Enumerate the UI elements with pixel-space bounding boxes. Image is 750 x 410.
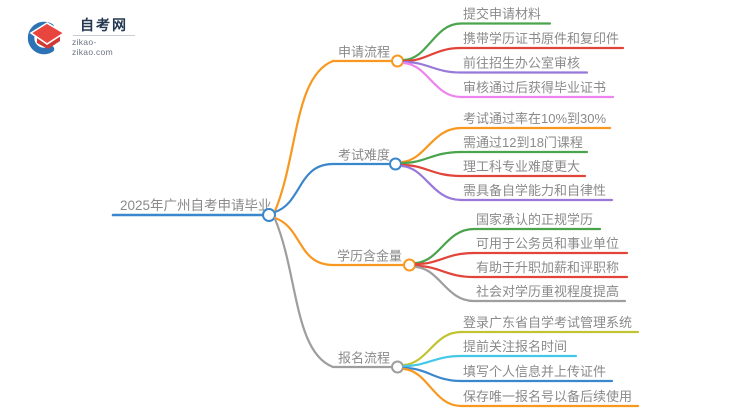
child-line xyxy=(402,22,463,62)
logo: 自考网 zikao-zikao.com xyxy=(24,18,136,57)
child-line xyxy=(414,265,476,303)
branch-line xyxy=(273,59,335,213)
branch-node-circle xyxy=(389,157,402,171)
logo-domain: zikao-zikao.com xyxy=(72,37,113,57)
child-line xyxy=(402,367,463,408)
branch-label: 申请流程 xyxy=(338,45,390,60)
child-label: 需具备自学能力和自律性 xyxy=(463,183,606,198)
branch-line xyxy=(273,162,335,214)
child-line xyxy=(402,366,463,383)
branch-label: 报名流程 xyxy=(338,351,390,366)
child-label: 提交申请材料 xyxy=(463,7,541,22)
child-line xyxy=(414,264,476,279)
child-line xyxy=(402,354,463,368)
child-label: 提前关注报名时间 xyxy=(463,339,567,354)
child-label: 携带学历证书原件和复印件 xyxy=(463,31,619,46)
child-label: 可用于公务员和事业单位 xyxy=(476,236,619,251)
child-label: 登录广东省自学考试管理系统 xyxy=(463,315,632,330)
child-line xyxy=(414,227,476,265)
branch-line xyxy=(273,216,335,267)
center-node-label: 2025年广州自考申请毕业 xyxy=(120,198,272,213)
child-line xyxy=(400,150,463,165)
center-node-circle xyxy=(262,208,276,222)
child-line xyxy=(402,330,463,367)
child-label: 保存唯一报名号以备后续使用 xyxy=(463,389,632,404)
logo-divider xyxy=(73,35,135,36)
child-label: 考试通过率在10%到30% xyxy=(463,111,606,126)
branch-node-circle xyxy=(391,54,404,68)
child-line xyxy=(402,60,463,74)
branch-node-circle xyxy=(391,360,404,374)
branch-node-circle xyxy=(403,258,416,272)
branch-line xyxy=(273,217,335,369)
child-line xyxy=(400,163,463,178)
child-label: 有助于升职加薪和评职称 xyxy=(476,260,619,275)
child-label: 理工科专业难度更大 xyxy=(463,159,580,174)
child-line xyxy=(400,126,463,164)
child-label: 前往招生办公室审核 xyxy=(463,56,580,71)
child-label: 审核通过后获得毕业证书 xyxy=(463,80,606,95)
child-label: 填写个人信息并上传证件 xyxy=(463,364,606,379)
child-label: 需通过12到18门课程 xyxy=(463,135,583,150)
branch-label: 考试难度 xyxy=(338,148,390,163)
child-line xyxy=(400,164,463,202)
child-label: 国家承认的正规学历 xyxy=(476,212,593,227)
branch-label: 学历含金量 xyxy=(337,249,402,264)
child-line xyxy=(402,46,463,63)
logo-graduation-cap-icon xyxy=(27,21,66,54)
logo-title: 自考网 xyxy=(80,17,128,33)
child-line xyxy=(402,61,463,99)
child-line xyxy=(414,251,476,266)
child-label: 社会对学历重视程度提高 xyxy=(476,284,619,299)
